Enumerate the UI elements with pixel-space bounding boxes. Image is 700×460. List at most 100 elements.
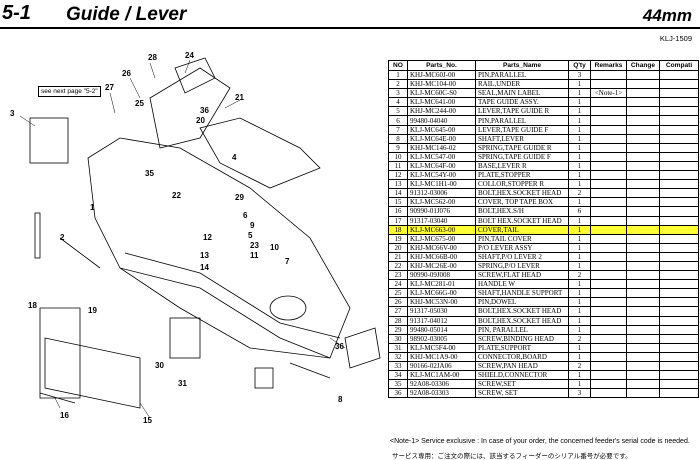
page-header: 5-1 Guide / Lever 44mm xyxy=(0,0,700,30)
row-compati xyxy=(659,79,699,90)
front-cover xyxy=(344,327,381,369)
label-4: 4 xyxy=(232,153,237,162)
row-no: 35 xyxy=(388,379,408,390)
row-qty: 6 xyxy=(568,206,591,217)
row-no: 7 xyxy=(388,124,408,135)
row-remarks xyxy=(590,260,627,272)
row-compati xyxy=(659,106,699,117)
connector-board xyxy=(254,367,274,389)
label-23: 23 xyxy=(250,241,259,250)
row-no: 19 xyxy=(388,233,408,244)
row-compati xyxy=(659,233,699,244)
label-19: 19 xyxy=(88,306,97,315)
label-7: 7 xyxy=(285,257,290,266)
label-28: 28 xyxy=(148,53,157,62)
row-part-no: KLJ-MC1H1-00 xyxy=(407,179,476,190)
label-12: 12 xyxy=(203,233,212,242)
row-change xyxy=(626,315,660,326)
row-remarks xyxy=(590,106,627,117)
row-change xyxy=(626,197,660,208)
shaft-16 xyxy=(39,392,76,404)
shaft-19 xyxy=(59,237,101,269)
row-part-name: BOLT,HEX.SOCKET HEAD xyxy=(475,306,569,317)
row-qty: 3 xyxy=(568,388,591,399)
row-no: 9 xyxy=(388,142,408,153)
support-plate xyxy=(169,317,201,359)
row-no: 20 xyxy=(388,242,408,253)
label-31: 31 xyxy=(178,379,187,388)
row-no: 4 xyxy=(388,97,408,108)
diagram-labels: 3 27 26 25 28 24 36 20 21 35 22 4 29 6 9… xyxy=(10,51,344,445)
label-30: 30 xyxy=(155,361,164,370)
note-1: <Note-1> Service exclusive : In case of … xyxy=(390,438,690,445)
row-remarks xyxy=(590,333,627,344)
row-part-no: 91312-03006 xyxy=(407,188,476,199)
see-next-page-callout: see next page "5-2" xyxy=(38,86,101,97)
row-part-no: KLJ-MC64E-00 xyxy=(407,133,476,144)
row-no: 23 xyxy=(388,270,408,281)
row-part-name: PIN,TAIL COVER xyxy=(475,233,569,244)
row-compati xyxy=(659,124,699,135)
row-part-name: SPRING,P/O LEVER xyxy=(475,260,569,272)
row-no: 1 xyxy=(388,69,408,81)
row-part-name: SHAFT,P/O LEVER 2 xyxy=(475,251,569,262)
row-no: 16 xyxy=(388,206,408,217)
row-no: 34 xyxy=(388,370,408,381)
row-remarks xyxy=(590,215,627,226)
row-qty: 2 xyxy=(568,333,591,344)
row-remarks xyxy=(590,279,627,290)
row-part-no: KLJ-MC547-00 xyxy=(407,151,476,162)
row-qty: 1 xyxy=(568,324,591,335)
row-remarks xyxy=(590,306,627,317)
label-14: 14 xyxy=(200,263,209,272)
row-qty: 2 xyxy=(568,270,591,281)
row-no: 26 xyxy=(388,297,408,308)
row-qty: 1 xyxy=(568,179,591,190)
lever-outline xyxy=(149,67,231,149)
row-compati xyxy=(659,97,699,108)
row-remarks xyxy=(590,388,627,399)
row-compati xyxy=(659,279,699,290)
row-compati xyxy=(659,197,699,208)
row-part-name: SCREW,SET xyxy=(475,379,569,390)
row-qty: 1 xyxy=(568,315,591,326)
row-part-no: 98902-03005 xyxy=(407,333,476,344)
row-remarks xyxy=(590,270,627,281)
row-remarks xyxy=(590,233,627,244)
note-2: サービス専用：ご注文の際には、該当するフィーダーのシリアル番号が必要です。 xyxy=(392,453,632,460)
row-change xyxy=(626,370,660,381)
row-qty: 1 xyxy=(568,215,591,226)
row-remarks xyxy=(590,288,627,299)
row-qty: 1 xyxy=(568,133,591,144)
row-part-no: 91317-04012 xyxy=(407,315,476,326)
label-36b: 36 xyxy=(335,342,344,351)
row-remarks xyxy=(590,133,627,144)
row-qty: 1 xyxy=(568,233,591,244)
row-remarks xyxy=(590,179,627,190)
col-qty: Q'ty xyxy=(568,60,591,71)
row-part-name: SPRING,TAPE GUIDE R xyxy=(475,142,569,153)
label-26: 26 xyxy=(122,69,131,78)
tape-guide-outline xyxy=(199,117,321,189)
row-change xyxy=(626,133,660,144)
row-no: 11 xyxy=(388,160,408,172)
row-qty: 1 xyxy=(568,197,591,208)
table-header-row: NO Parts_No. Parts_Name Q'ty Remarks Cha… xyxy=(388,60,699,71)
row-part-no: 99480-05014 xyxy=(407,324,476,335)
row-part-name: SPRING,TAPE GUIDE F xyxy=(475,151,569,162)
label-21: 21 xyxy=(235,93,244,102)
row-compati xyxy=(659,360,699,372)
label-22: 22 xyxy=(172,191,181,200)
row-part-no: KHJ-MC244-00 xyxy=(407,106,476,117)
label-1: 1 xyxy=(90,203,95,212)
row-no: 18 xyxy=(388,224,408,235)
row-remarks xyxy=(590,370,627,381)
row-compati xyxy=(659,260,699,272)
